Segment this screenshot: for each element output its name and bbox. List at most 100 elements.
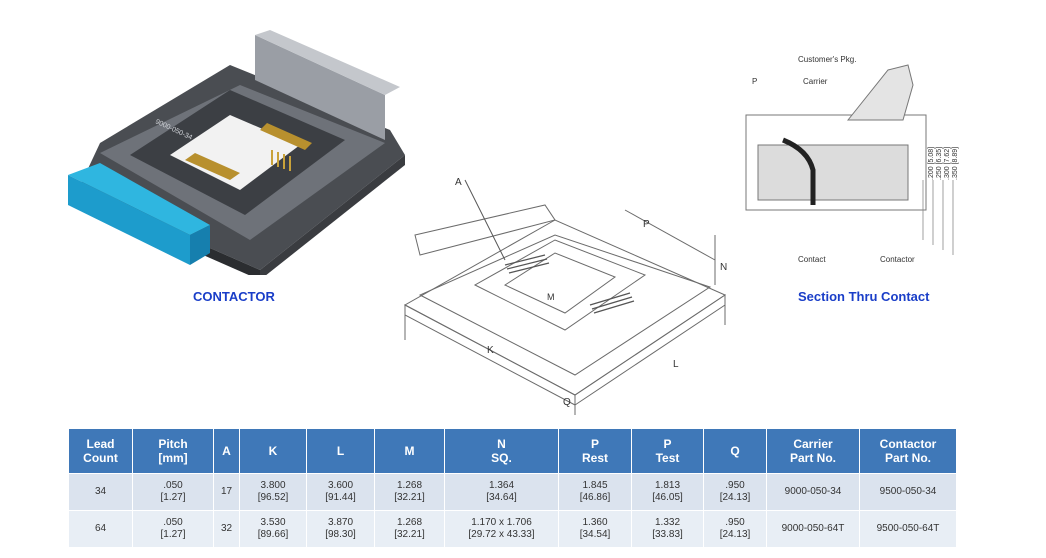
table-cell: 9000-050-64T: [766, 510, 860, 548]
cell-line: 3.800: [260, 480, 286, 491]
table-cell: 1.332[33.83]: [631, 510, 704, 548]
label-p-section: P: [752, 77, 757, 86]
header-line: M: [404, 444, 415, 458]
cell-line: 9500-050-64T: [876, 523, 940, 534]
cell-line: 3.600: [327, 480, 354, 491]
header-line: SQ.: [491, 451, 512, 465]
column-header: L: [306, 428, 375, 474]
cell-line: [32.21]: [394, 529, 425, 540]
cell-line: 34: [94, 486, 107, 497]
header-line: P: [590, 437, 599, 451]
table-cell: 17: [213, 473, 240, 511]
header-line: N: [497, 437, 506, 451]
label-n: N: [720, 262, 727, 273]
dim-300: .300 [7.62]: [944, 147, 951, 180]
contactor-render: 9000-050-34: [68, 30, 405, 275]
isometric-drawing: A K L M N P Q: [403, 177, 727, 415]
header-line: L: [336, 444, 345, 458]
section-drawing: Customer's Pkg. Carrier Contact Contacto…: [745, 55, 959, 264]
cell-line: [98.30]: [325, 529, 356, 540]
cell-line: .950: [725, 480, 745, 491]
contact-strip-rear: [260, 123, 312, 150]
cell-line: 1.364: [488, 480, 515, 491]
table-cell: 3.530[89.66]: [239, 510, 307, 548]
cell-line: [33.83]: [652, 529, 683, 540]
table-cell: 34: [68, 473, 133, 511]
cell-line: [24.13]: [719, 492, 751, 503]
cyan-handle: [68, 163, 210, 235]
contact-pins: [271, 150, 291, 171]
cell-line: 17: [220, 486, 233, 497]
label-q: Q: [563, 397, 571, 408]
column-header: M: [374, 428, 445, 474]
table-cell: 64: [68, 510, 133, 548]
cell-line: 3.870: [327, 517, 354, 528]
table-cell: 3.870[98.30]: [306, 510, 375, 548]
cell-line: [1.27]: [160, 492, 186, 503]
cell-line: [29.72 x 43.33]: [468, 529, 535, 540]
header-line: K: [268, 444, 278, 458]
cell-line: .050: [163, 480, 183, 491]
cell-line: 64: [94, 523, 107, 534]
cell-line: [96.52]: [257, 492, 289, 503]
cell-line: [89.66]: [257, 529, 289, 540]
cell-line: 9000-050-34: [784, 486, 842, 497]
label-carrier: Carrier: [803, 77, 828, 86]
label-m: M: [547, 292, 555, 302]
dim-350: .350 [8.89]: [952, 147, 959, 180]
header-line: Lead: [86, 437, 115, 451]
dim-200: .200 [5.08]: [928, 147, 935, 180]
cell-line: 3.530: [260, 517, 286, 528]
cell-line: [91.44]: [325, 492, 356, 503]
label-a: A: [455, 177, 462, 188]
table-cell: 1.360[34.54]: [558, 510, 632, 548]
table-cell: 9500-050-64T: [859, 510, 957, 548]
cell-line: 1.268: [396, 480, 423, 491]
a-leader: [464, 179, 506, 261]
header-line: Part No.: [884, 451, 931, 465]
header-line: Rest: [581, 451, 608, 465]
cell-line: [46.05]: [652, 492, 683, 503]
header-line: Carrier: [793, 437, 833, 451]
column-header: Q: [703, 428, 767, 474]
label-contact: Contact: [798, 255, 826, 264]
cell-line: 32: [220, 523, 233, 534]
table-cell: .050[1.27]: [132, 510, 214, 548]
header-line: Part No.: [789, 451, 836, 465]
label-contactor: Contactor: [880, 255, 915, 264]
table-cell: 9500-050-34: [859, 473, 957, 511]
cell-line: 9500-050-34: [879, 486, 937, 497]
cell-line: 9000-050-64T: [781, 523, 845, 534]
label-l: L: [673, 359, 679, 370]
section-contact: [782, 137, 816, 205]
cell-line: 1.845: [582, 480, 608, 491]
header-line: A: [222, 444, 231, 458]
header-line: Pitch: [158, 437, 188, 451]
drawing-contacts: [504, 254, 635, 314]
contact-strip-front: [185, 153, 240, 180]
cell-line: 1.332: [654, 517, 681, 528]
header-line: Contactor: [879, 437, 937, 451]
header-line: P: [663, 437, 672, 451]
label-k: K: [487, 345, 494, 356]
table-cell: 1.845[46.86]: [558, 473, 632, 511]
label-customers-pkg: Customer's Pkg.: [798, 55, 856, 64]
table-cell: 1.813[46.05]: [631, 473, 704, 511]
table-cell: .050[1.27]: [132, 473, 214, 511]
cell-line: [34.54]: [579, 529, 611, 540]
cell-line: 1.813: [654, 480, 681, 491]
table-cell: .950[24.13]: [703, 473, 767, 511]
contactor-caption: CONTACTOR: [193, 289, 275, 304]
table-cell: 1.170 x 1.706[29.72 x 43.33]: [444, 510, 559, 548]
cell-line: .050: [163, 517, 183, 528]
cell-line: [24.13]: [719, 529, 751, 540]
cell-line: 1.268: [396, 517, 423, 528]
table-cell: 1.364[34.64]: [444, 473, 559, 511]
cell-line: [34.64]: [486, 492, 517, 503]
table-cell: 9000-050-34: [766, 473, 860, 511]
